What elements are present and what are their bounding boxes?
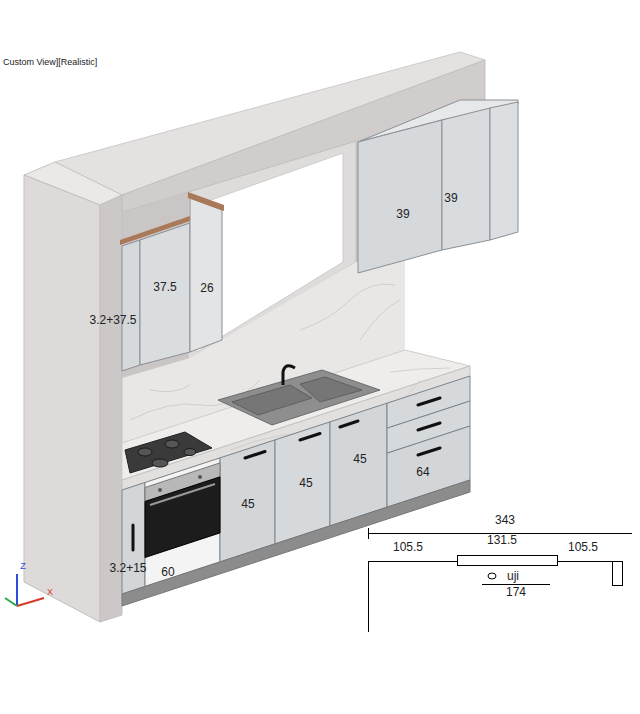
dimension-label: 174 xyxy=(506,586,526,598)
dimension-label: 343 xyxy=(495,514,515,526)
pillar-front xyxy=(24,175,100,622)
burners xyxy=(138,440,196,467)
dimension-label: 37.5 xyxy=(153,281,176,293)
pillar-side xyxy=(100,195,122,622)
plinth xyxy=(122,480,470,606)
sink-basin xyxy=(300,377,362,402)
wood-edge xyxy=(188,192,224,211)
dimension-label: 60 xyxy=(161,566,174,578)
oven-handle xyxy=(150,484,215,505)
dimension-label: 45 xyxy=(299,477,312,489)
dimension-label: 105.5 xyxy=(393,541,423,553)
dimension-label: 3.2+15 xyxy=(109,562,146,574)
upper-right-cabinet xyxy=(358,102,518,273)
view-caption: Custom View][Realistic] xyxy=(3,58,97,67)
sink-basin xyxy=(232,385,312,415)
floor-plan xyxy=(368,528,632,632)
handles xyxy=(133,398,440,550)
dimension-label: 39 xyxy=(396,208,409,220)
x-axis xyxy=(17,598,44,606)
faucet xyxy=(283,366,295,385)
dimension-label: 39 xyxy=(444,192,457,204)
axis-letter: X xyxy=(47,588,53,597)
axis-letter: Z xyxy=(20,562,26,571)
dimension-label: 26 xyxy=(200,282,213,294)
oven-door xyxy=(145,477,220,558)
dimension-label: 105.5 xyxy=(568,541,598,553)
dimension-label: 64 xyxy=(416,466,429,478)
oven-knobs xyxy=(158,475,202,492)
z-axis xyxy=(16,574,18,606)
dimension-label: 3.2+37.5 xyxy=(89,314,136,326)
dimension-label: 45 xyxy=(241,498,254,510)
dimension-label: 45 xyxy=(353,453,366,465)
wood-edge xyxy=(120,216,190,245)
dimension-label: uji xyxy=(507,570,519,582)
dimension-label: 131.5 xyxy=(487,534,517,546)
y-axis xyxy=(5,598,17,606)
